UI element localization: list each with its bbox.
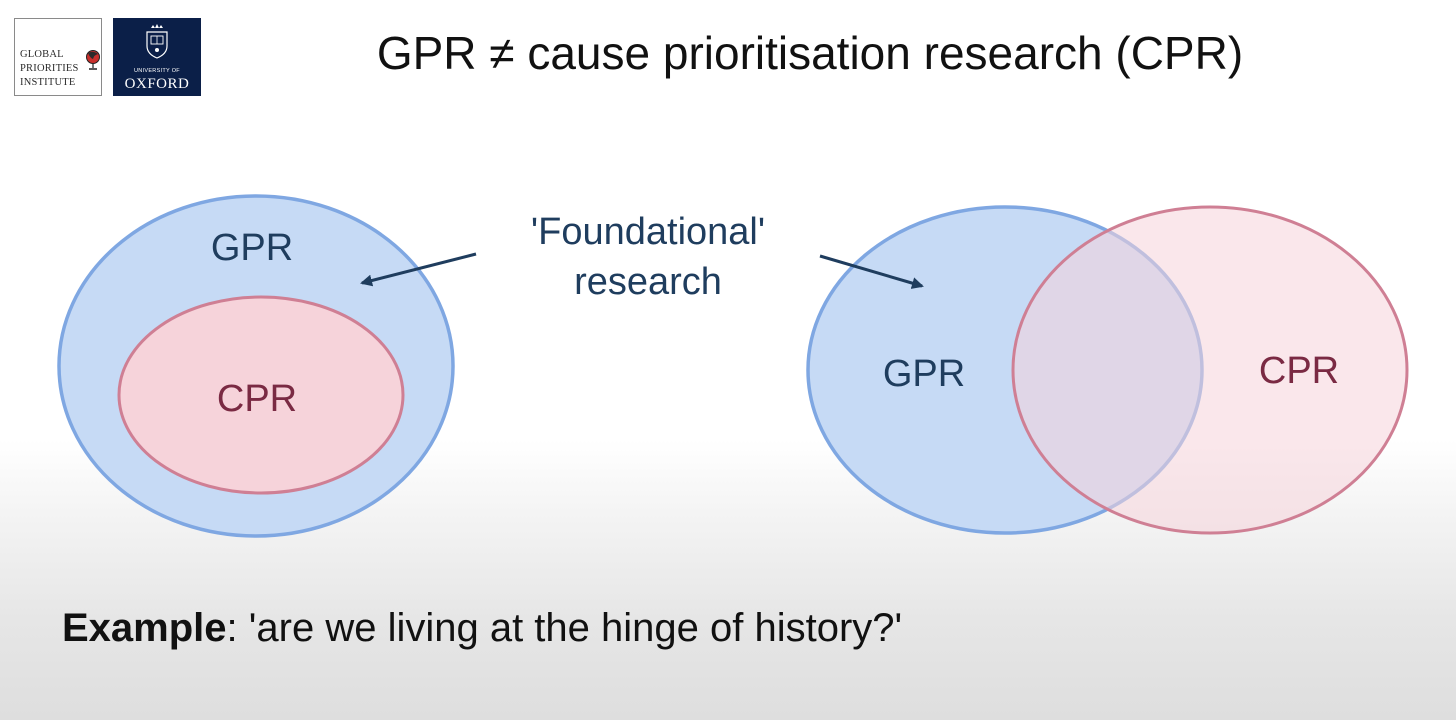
right-gpr-label: GPR	[883, 353, 965, 395]
right-arrow	[819, 254, 924, 289]
left-arrow	[360, 252, 477, 287]
annotation-line-1: 'Foundational'	[531, 211, 765, 253]
example-line: Example: 'are we living at the hinge of …	[62, 606, 902, 651]
example-text: : 'are we living at the hinge of history…	[226, 606, 903, 650]
oxford-logo-subtitle: UNIVERSITY OF	[134, 68, 180, 74]
right-cpr-label: CPR	[1259, 350, 1339, 392]
globe-icon	[86, 50, 100, 70]
oxford-crest-icon	[146, 24, 168, 59]
right-cpr-circle	[1011, 205, 1409, 535]
left-cpr-circle	[117, 295, 405, 495]
example-label: Example	[62, 606, 227, 650]
slide-title: GPR ≠ cause prioritisation research (CPR…	[376, 27, 1244, 79]
gpi-logo: GLOBAL PRIORITIES INSTITUTE	[14, 18, 102, 96]
left-gpr-label: GPR	[211, 227, 293, 269]
left-cpr-label: CPR	[217, 378, 297, 420]
oxford-logo: UNIVERSITY OF OXFORD	[113, 18, 201, 96]
annotation-line-2: research	[574, 261, 722, 303]
oxford-logo-name: OXFORD	[124, 76, 190, 92]
gpi-logo-text: GLOBAL PRIORITIES INSTITUTE	[20, 49, 79, 88]
